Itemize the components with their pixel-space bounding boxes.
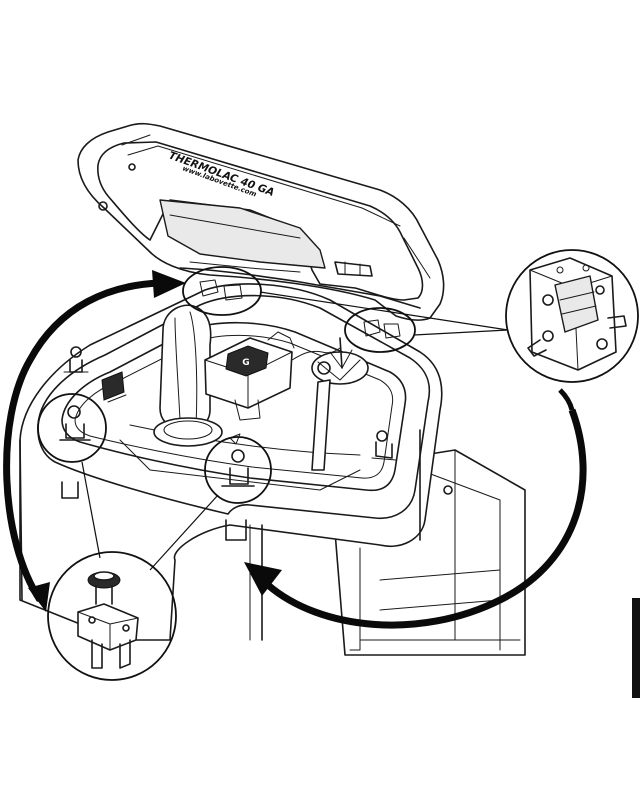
cable [291,347,341,361]
callouts [37,266,509,571]
arrow-bottom-left-head [28,582,50,612]
latch-detail-circle [47,551,177,681]
rotation-arrows [3,270,587,629]
callout-hinge-left [182,266,262,316]
lid-handle [159,199,326,269]
latch-right [371,430,397,461]
latch-detail [47,551,177,681]
badge-text: G [242,358,249,368]
arrow-right-large-head [244,562,282,596]
callout-latch-left [37,393,107,463]
outer-rim [37,294,431,519]
latch-plate [77,603,139,651]
arrow-left-large-head [152,270,186,298]
callout-latch-front [204,436,272,504]
tub-latches [61,346,453,541]
open-lid: THERMOLAC 40 GA www.labovette.com [77,122,445,321]
interior-components: G [153,304,369,471]
hinge-detail-circle [505,249,639,383]
pump-column [159,304,212,432]
callout-hinge-right [344,307,416,353]
edge-bar [632,598,640,698]
arrow-right-large [265,408,587,629]
latch-left-rear [63,346,89,373]
hinge-detail [505,249,639,383]
mixer-head [311,351,369,385]
control-badge [225,345,269,377]
